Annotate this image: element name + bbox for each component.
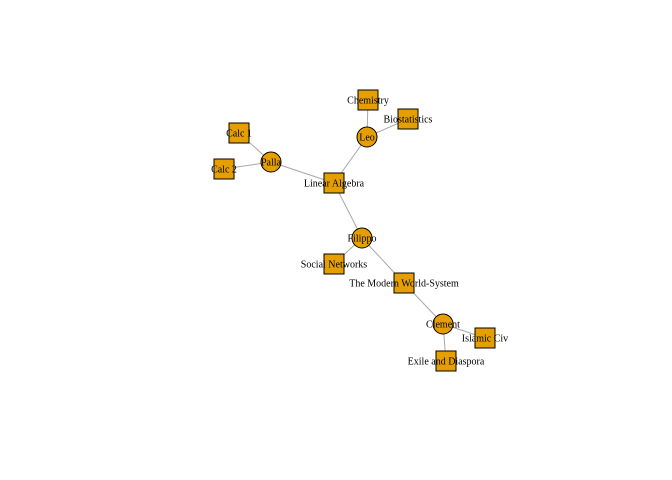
node-biostatistics[interactable]: Biostatistics xyxy=(384,108,433,130)
node-islamic_civ[interactable]: Islamic Civ xyxy=(462,327,508,349)
node-modern_world_system[interactable]: The Modern World-System xyxy=(349,272,459,294)
node-circle xyxy=(356,126,378,148)
node-label: Islamic Civ xyxy=(462,334,508,345)
node-square xyxy=(474,327,496,349)
node-label: Filippo xyxy=(348,234,377,245)
node-label: Linear Algebra xyxy=(304,179,365,190)
node-label: Social Networks xyxy=(301,260,367,271)
node-clement[interactable]: Clement xyxy=(426,313,460,335)
node-square xyxy=(213,158,235,180)
node-leo[interactable]: Leo xyxy=(356,126,378,148)
node-linear_algebra[interactable]: Linear Algebra xyxy=(304,172,365,194)
node-square xyxy=(323,253,345,275)
node-palla[interactable]: Palla xyxy=(260,151,282,173)
node-square xyxy=(323,172,345,194)
node-square xyxy=(228,122,250,144)
node-circle xyxy=(260,151,282,173)
node-label: Chemistry xyxy=(347,96,389,107)
node-label: Clement xyxy=(426,320,460,331)
node-label: Calc 2 xyxy=(211,165,237,176)
node-chemistry[interactable]: Chemistry xyxy=(347,89,389,111)
node-label: Exile and Diaspora xyxy=(408,357,485,368)
node-exile_diaspora[interactable]: Exile and Diaspora xyxy=(408,350,485,372)
node-square xyxy=(357,89,379,111)
node-circle xyxy=(351,227,373,249)
node-label: Leo xyxy=(359,133,375,144)
node-circle xyxy=(432,313,454,335)
node-square xyxy=(393,272,415,294)
node-label: Calc 1 xyxy=(226,129,252,140)
node-square xyxy=(397,108,419,130)
node-filippo[interactable]: Filippo xyxy=(348,227,377,249)
node-square xyxy=(435,350,457,372)
node-label: Biostatistics xyxy=(384,115,433,126)
node-calc2[interactable]: Calc 2 xyxy=(211,158,237,180)
node-social_networks[interactable]: Social Networks xyxy=(301,253,367,275)
node-calc1[interactable]: Calc 1 xyxy=(226,122,252,144)
node-label: The Modern World-System xyxy=(349,279,459,290)
node-label: Palla xyxy=(261,158,282,169)
